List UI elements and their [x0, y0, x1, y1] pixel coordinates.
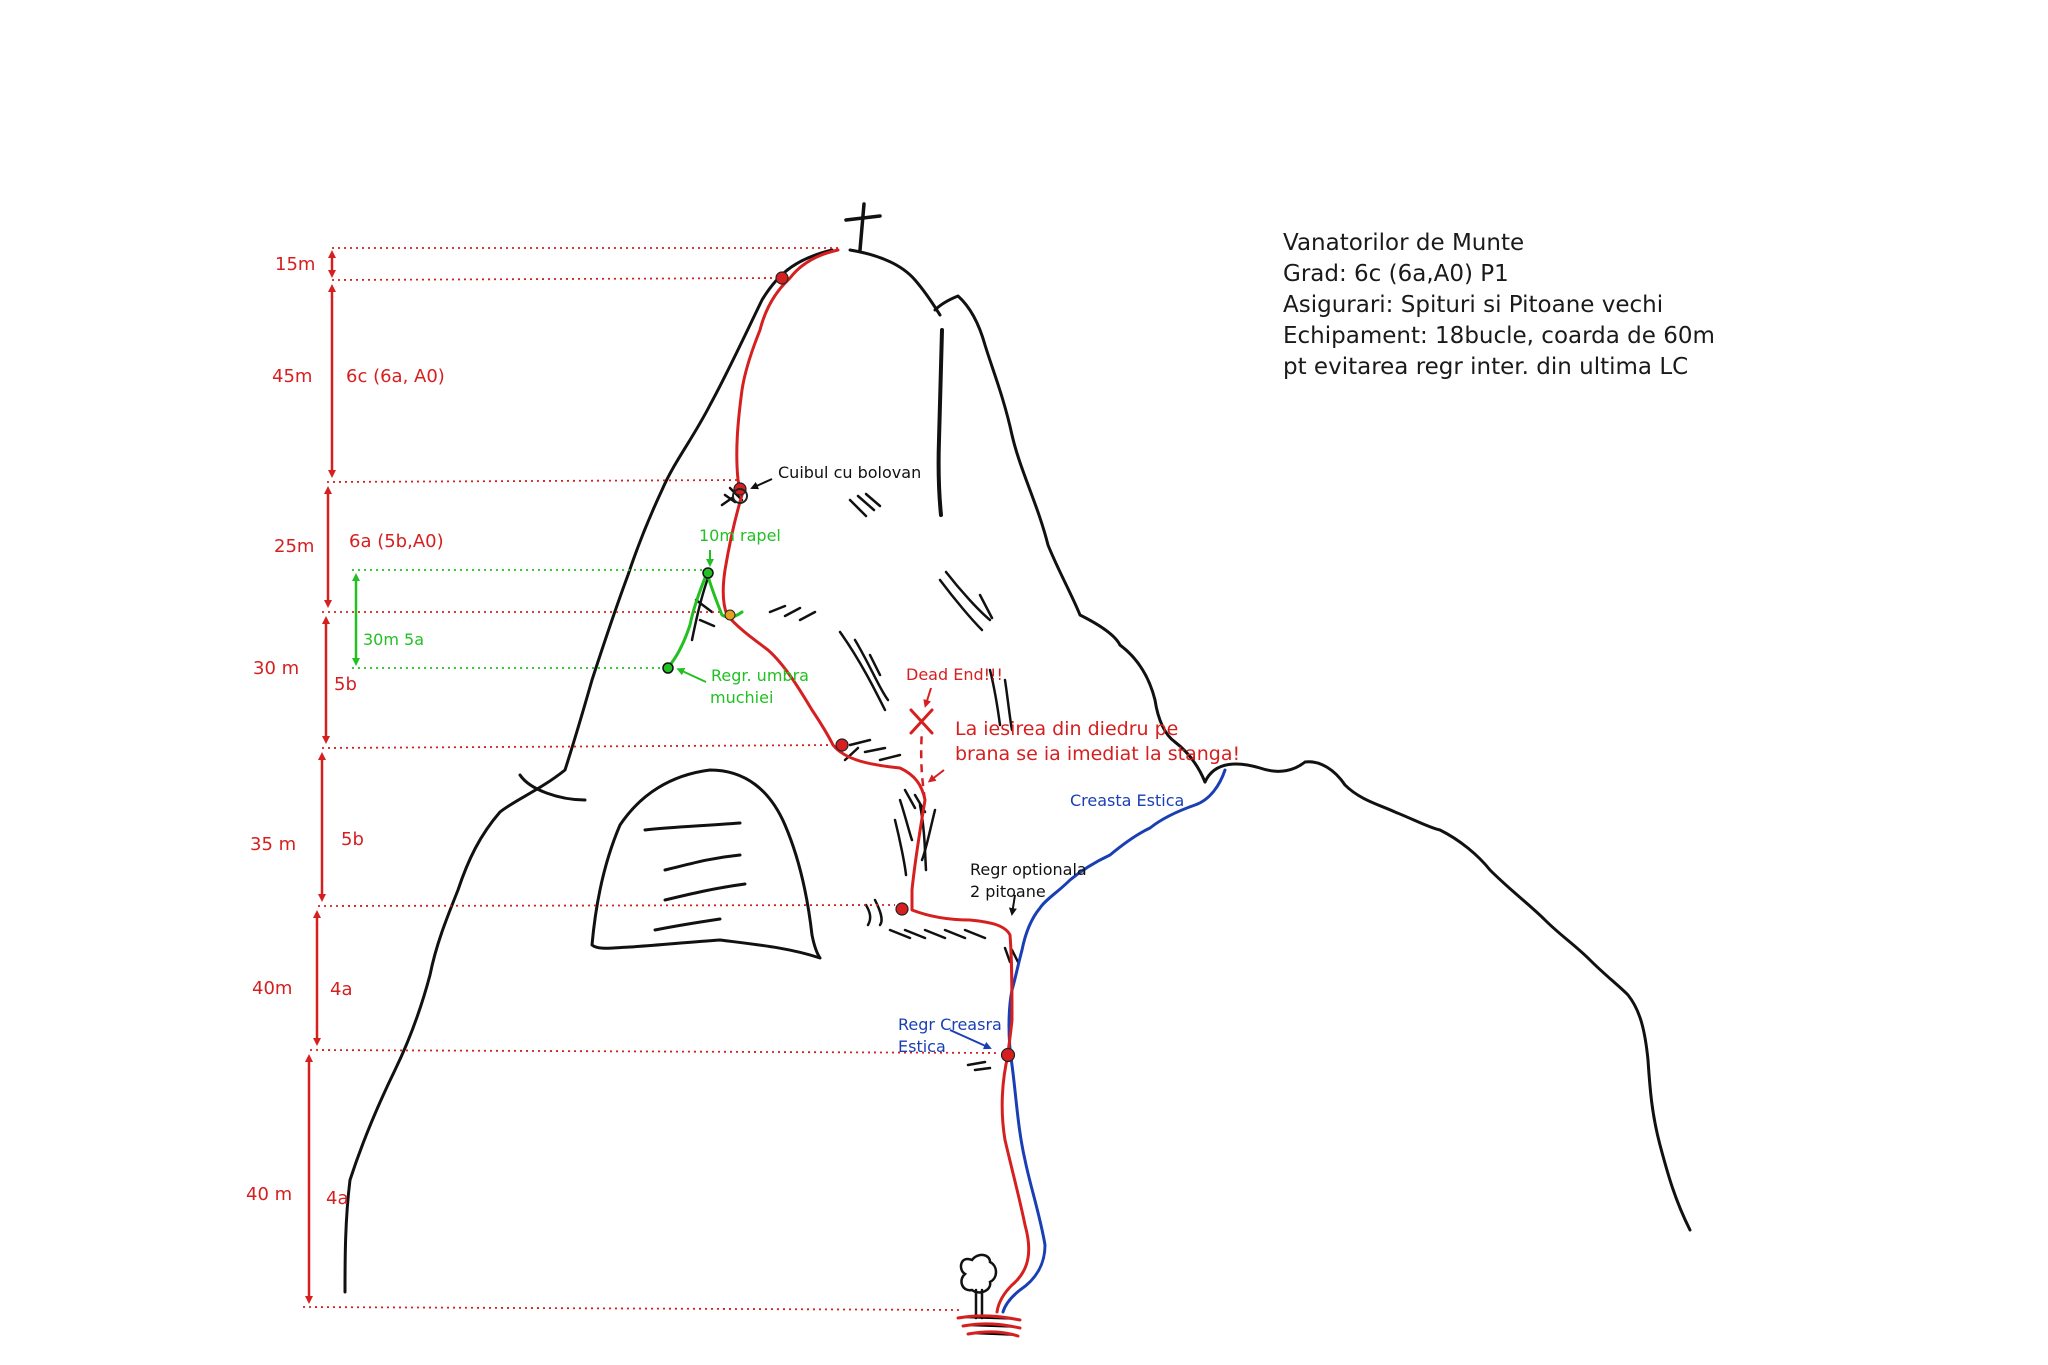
exit-note-line-2: brana se ia imediat la stanga! [955, 743, 1240, 765]
annotation-arrows [676, 478, 1017, 1050]
pitch-length-arrows [305, 250, 336, 1304]
boulder-nest-label: Cuibul cu bolovan [778, 463, 921, 482]
variant-rappel-label: 10m rapel [699, 526, 781, 545]
variant-length-label: 30m 5a [363, 630, 424, 649]
variant-belay [662, 662, 674, 674]
pitch-labels: 15m 45m 6c (6a, A0) 25m 6a (5b,A0) 30 m … [246, 254, 445, 1209]
belay-station [724, 609, 736, 621]
route-info-block: Vanatorilor de Munte Grad: 6c (6a,A0) P1… [1283, 228, 1715, 383]
variant-belay-label-2: muchiei [710, 688, 773, 707]
route-protection: Asigurari: Spituri si Pitoane vechi [1283, 292, 1664, 318]
variant-belay [702, 567, 714, 579]
dead-end-label: Dead End!!! [906, 665, 1003, 684]
route-title: Vanatorilor de Munte [1283, 230, 1525, 256]
pitch-length-7: 40 m [246, 1184, 292, 1205]
dead-end-x-icon [909, 708, 934, 735]
pitch-length-4: 30 m [253, 658, 299, 679]
pitch-grade-7: 4a [326, 1188, 348, 1209]
ground-hatch [956, 1314, 1022, 1338]
pitch-length-3: 25m [274, 536, 314, 557]
belay-station [835, 738, 849, 752]
pitch-length-1: 15m [275, 254, 315, 275]
summit-cross-icon [844, 202, 882, 252]
belay-stations [662, 271, 1016, 1063]
pitch-grade-2: 6c (6a, A0) [346, 366, 445, 387]
optional-belay-label-1: Regr optionala [970, 860, 1087, 879]
variant-route-line [668, 571, 744, 667]
exit-note-line-1: La iesirea din diedru pe [955, 718, 1178, 740]
variant-belay-label-1: Regr. umbra [711, 666, 809, 685]
pitch-grade-6: 4a [330, 979, 352, 1000]
pitch-grade-5: 5b [341, 829, 364, 850]
belay-station [895, 902, 909, 916]
pitch-grade-4: 5b [334, 674, 357, 695]
pitch-dotted-lines [302, 247, 1001, 1311]
ridge-belay-label-1: Regr Creasra [898, 1015, 1002, 1034]
route-grade: Grad: 6c (6a,A0) P1 [1283, 261, 1509, 287]
belay-station [775, 271, 789, 285]
belay-station-open [732, 488, 748, 504]
variant-dotted-lines [352, 569, 708, 669]
east-ridge-label: Creasta Estica [1070, 791, 1184, 810]
main-route-line [721, 248, 1031, 1314]
ridge-belay-label-2: Estica [898, 1037, 946, 1056]
dead-end-dashed-line [919, 729, 927, 801]
optional-belay-label-2: 2 pitoane [970, 882, 1046, 901]
route-equipment: Echipament: 18bucle, coarda de 60m [1283, 323, 1715, 349]
belay-station [1000, 1047, 1016, 1063]
tree-icon [959, 1253, 998, 1320]
pitch-length-5: 35 m [250, 834, 296, 855]
pitch-grade-3: 6a (5b,A0) [349, 531, 444, 552]
pitch-length-2: 45m [272, 366, 312, 387]
rock-texture [690, 486, 1020, 1072]
rock-outline [343, 248, 1692, 1294]
east-ridge-line [1001, 768, 1227, 1314]
route-equipment-note: pt evitarea regr inter. din ultima LC [1283, 354, 1689, 380]
pitch-length-6: 40m [252, 978, 292, 999]
